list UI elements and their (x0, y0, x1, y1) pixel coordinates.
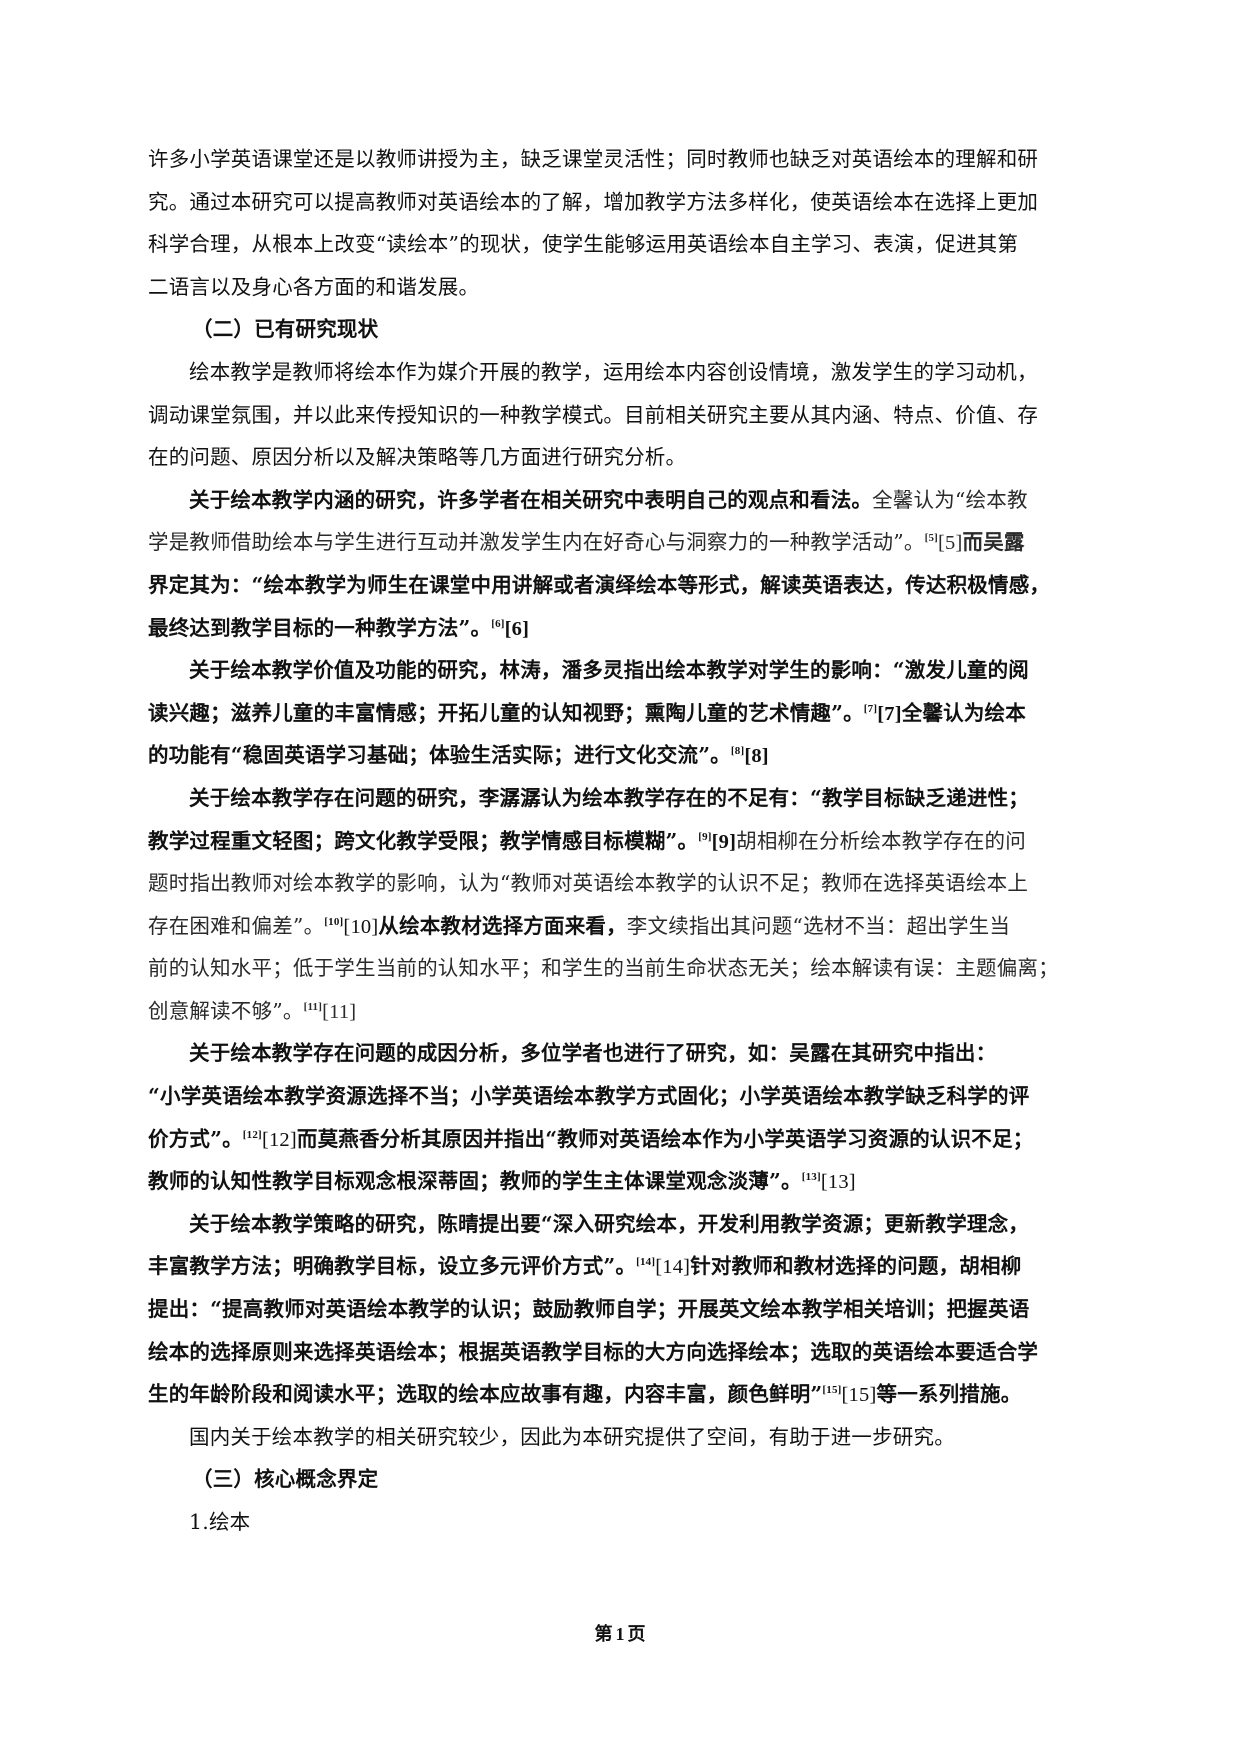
text-span: 针对教师和教材选择的问题，胡相柳 (690, 1254, 1022, 1279)
text-line: 提出：“提高教师对英语绘本教学的认识；鼓励教师自学；开展英文绘本教学相关培训；把… (148, 1297, 1030, 1322)
citation-ref: [12] (261, 1128, 297, 1151)
citation-superscript: [14] (636, 1256, 656, 1269)
citation-ref: [15] (841, 1384, 877, 1407)
page-suffix: 页 (627, 1624, 646, 1645)
text-span: 教师的认知性教学目标观念根深蒂固；教师的学生主体课堂观念淡薄”。 (148, 1169, 802, 1194)
text-span: 创意解读不够”。 (148, 998, 304, 1023)
text-line: 调动课堂氛围，并以此来传授知识的一种教学模式。目前相关研究主要从其内涵、特点、价… (148, 402, 1039, 427)
text-line: 最终达到教学目标的一种教学方法”。[6][6] (148, 607, 1104, 650)
text-span: 而吴露 (962, 530, 1025, 555)
paragraph-value-function: 关于绘本教学价值及功能的研究，林涛，潘多灵指出绘本教学对学生的影响：“激发儿童的… (148, 649, 1104, 777)
text-line: 界定其为：“绘本教学为师生在课堂中用讲解或者演绎绘本等形式，解读英语表达，传达积… (148, 572, 1051, 597)
text-span: 等一系列措施。 (876, 1382, 1022, 1407)
citation-superscript: [12] (242, 1128, 262, 1141)
paragraph-definition: 绘本教学是教师将绘本作为媒介开展的教学，运用绘本内容创设情境，激发学生的学习动机… (148, 351, 1104, 479)
paragraph-causes: 关于绘本教学存在问题的成因分析，多位学者也进行了研究，如：吴露在其研究中指出： … (148, 1032, 1104, 1202)
text-span: 的功能有“稳固英语学习基础；体验生活实际；进行文化交流”。 (148, 743, 731, 768)
text-span: 从绘本教材选择方面来看， (378, 913, 627, 938)
text-line: 绘本的选择原则来选择英语绘本；根据英语教学目标的大方向选择绘本；选取的英语绘本要… (148, 1339, 1039, 1364)
text-span: 全馨认为“绘本教 (872, 487, 1028, 512)
text-line: 科学合理，从根本上改变“读绘本”的现状，使学生能够运用英语绘本自主学习、表演，促… (148, 232, 1019, 257)
text-line: 关于绘本教学策略的研究，陈晴提出要“深入研究绘本，开发利用教学资源；更新教学理念… (189, 1211, 1029, 1236)
citation-superscript: [7] (863, 702, 878, 715)
text-span: 生的年龄阶段和阅读水平；选取的绘本应故事有趣，内容丰富，颜色鲜明” (148, 1382, 823, 1407)
text-span: 李文续指出其问题“选材不当：超出学生当 (626, 913, 1011, 938)
text-span: 全馨认为绘本 (901, 700, 1026, 725)
text-line: 价方式”。[12][12]而莫燕香分析其原因并指出“教师对英语绘本作为小学英语学… (148, 1118, 1104, 1161)
section-heading-existing-research: （二）已有研究现状 (192, 317, 379, 342)
text-span: 存在困难和偏差”。 (148, 913, 325, 938)
citation-ref: [11] (322, 1000, 357, 1023)
citation-ref: [9] (711, 830, 737, 853)
text-line: 关于绘本教学存在问题的成因分析，多位学者也进行了研究，如：吴露在其研究中指出： (189, 1041, 997, 1066)
citation-ref: [13] (820, 1171, 856, 1194)
citation-ref: [8] (744, 745, 769, 768)
text-line: “小学英语绘本教学资源选择不当；小学英语绘本教学方式固化；小学英语绘本教学缺乏科… (148, 1084, 1030, 1109)
text-span: 价方式”。 (148, 1126, 243, 1151)
citation-superscript: [15] (822, 1384, 842, 1397)
text-line: 创意解读不够”。[11][11] (148, 990, 1104, 1033)
text-span: 胡相柳在分析绘本教学存在的问 (736, 828, 1026, 853)
paragraph-problems: 关于绘本教学存在问题的研究，李潺潺认为绘本教学存在的不足有：“教学目标缺乏递进性… (148, 777, 1104, 1033)
text-line: 前的认知水平；低于学生当前的认知水平；和学生的当前生命状态无关；绘本解读有误：主… (148, 956, 1059, 981)
text-span: 教学过程重文轻图；跨文化教学受限；教学情感目标模糊”。 (148, 828, 699, 853)
citation-superscript: [9] (698, 830, 712, 843)
citation-superscript: [5] (924, 532, 939, 545)
text-line: 题时指出教师对绘本教学的影响，认为“教师对英语绘本教学的认识不足；教师在选择英语… (148, 871, 1029, 896)
citation-superscript: [6] (491, 617, 505, 630)
text-line: 关于绘本教学内涵的研究，许多学者在相关研究中表明自己的观点和看法。全馨认为“绘本… (148, 479, 1104, 522)
text-line: 存在困难和偏差”。[10][10]从绘本教材选择方面来看，李文续指出其问题“选材… (148, 905, 1104, 948)
text-line: 教学过程重文轻图；跨文化教学受限；教学情感目标模糊”。[9][9]胡相柳在分析绘… (148, 820, 1104, 863)
text-span: 而莫燕香分析其原因并指出“教师对英语绘本作为小学英语学习资源的认识不足； (296, 1126, 1034, 1151)
text-span: 最终达到教学目标的一种教学方法”。 (148, 615, 492, 640)
text-line: 国内关于绘本教学的相关研究较少，因此为本研究提供了空间，有助于进一步研究。 (189, 1424, 955, 1449)
text-line: 在的问题、原因分析以及解决策略等几方面进行研究分析。 (148, 445, 687, 470)
citation-superscript: [13] (801, 1171, 821, 1184)
document-page: 许多小学英语课堂还是以教师讲授为主，缺乏课堂灵活性；同时教师也缺乏对英语绘本的理… (148, 138, 1104, 1544)
paragraph-connotation: 关于绘本教学内涵的研究，许多学者在相关研究中表明自己的观点和看法。全馨认为“绘本… (148, 479, 1104, 649)
section-heading-core-concepts: （三）核心概念界定 (192, 1467, 379, 1492)
text-line: 关于绘本教学价值及功能的研究，林涛，潘多灵指出绘本教学对学生的影响：“激发儿童的… (189, 658, 1029, 683)
citation-superscript: [11] (303, 1000, 323, 1013)
paragraph-strategies: 关于绘本教学策略的研究，陈晴提出要“深入研究绘本，开发利用教学资源；更新教学理念… (148, 1203, 1104, 1416)
citation-ref: [14] (655, 1256, 691, 1279)
text-line: 许多小学英语课堂还是以教师讲授为主，缺乏课堂灵活性；同时教师也缺乏对英语绘本的理… (148, 147, 1039, 171)
text-span: 丰富教学方法；明确教学目标，设立多元评价方式”。 (148, 1254, 637, 1279)
text-span: 关于绘本教学内涵的研究，许多学者在相关研究中表明自己的观点和看法。 (189, 487, 873, 512)
text-line: 究。通过本研究可以提高教师对英语绘本的了解，增加教学方法多样化，使英语绘本在选择… (148, 189, 1039, 214)
text-line: 读兴趣；滋养儿童的丰富情感；开拓儿童的认知视野；熏陶儿童的艺术情趣”。[7][7… (148, 692, 1104, 735)
citation-ref: [5] (938, 532, 963, 555)
citation-ref: [6] (504, 617, 530, 640)
text-line: 教师的认知性教学目标观念根深蒂固；教师的学生主体课堂观念淡薄”。[13][13] (148, 1160, 1104, 1203)
text-line: 的功能有“稳固英语学习基础；体验生活实际；进行文化交流”。[8][8] (148, 734, 1104, 777)
citation-ref: [7] (877, 702, 902, 725)
text-line: 生的年龄阶段和阅读水平；选取的绘本应故事有趣，内容丰富，颜色鲜明”[15][15… (148, 1373, 1104, 1416)
subsection-heading-picture-book: 1.绘本 (189, 1510, 251, 1534)
citation-ref: [10] (343, 915, 379, 938)
text-line: 丰富教学方法；明确教学目标，设立多元评价方式”。[14][14]针对教师和教材选… (148, 1245, 1104, 1288)
text-line: 绘本教学是教师将绘本作为媒介开展的教学，运用绘本内容创设情境，激发学生的学习动机… (189, 359, 1038, 384)
text-line: 二语言以及身心各方面的和谐发展。 (148, 274, 480, 299)
text-line: 关于绘本教学存在问题的研究，李潺潺认为绘本教学存在的不足有：“教学目标缺乏递进性… (189, 785, 1029, 810)
text-span: 学是教师借助绘本与学生进行互动并激发学生内在好奇心与洞察力的一种教学活动”。 (148, 530, 925, 555)
page-prefix: 第 (594, 1624, 613, 1645)
page-number: 1 (615, 1624, 625, 1644)
paragraph-intro: 许多小学英语课堂还是以教师讲授为主，缺乏课堂灵活性；同时教师也缺乏对英语绘本的理… (148, 138, 1104, 308)
paragraph-summary: 国内关于绘本教学的相关研究较少，因此为本研究提供了空间，有助于进一步研究。 (148, 1416, 1104, 1459)
text-line: 学是教师借助绘本与学生进行互动并激发学生内在好奇心与洞察力的一种教学活动”。[5… (148, 521, 1104, 564)
citation-superscript: [10] (324, 915, 344, 928)
citation-superscript: [8] (730, 745, 745, 758)
text-span: 读兴趣；滋养儿童的丰富情感；开拓儿童的认知视野；熏陶儿童的艺术情趣”。 (148, 700, 864, 725)
